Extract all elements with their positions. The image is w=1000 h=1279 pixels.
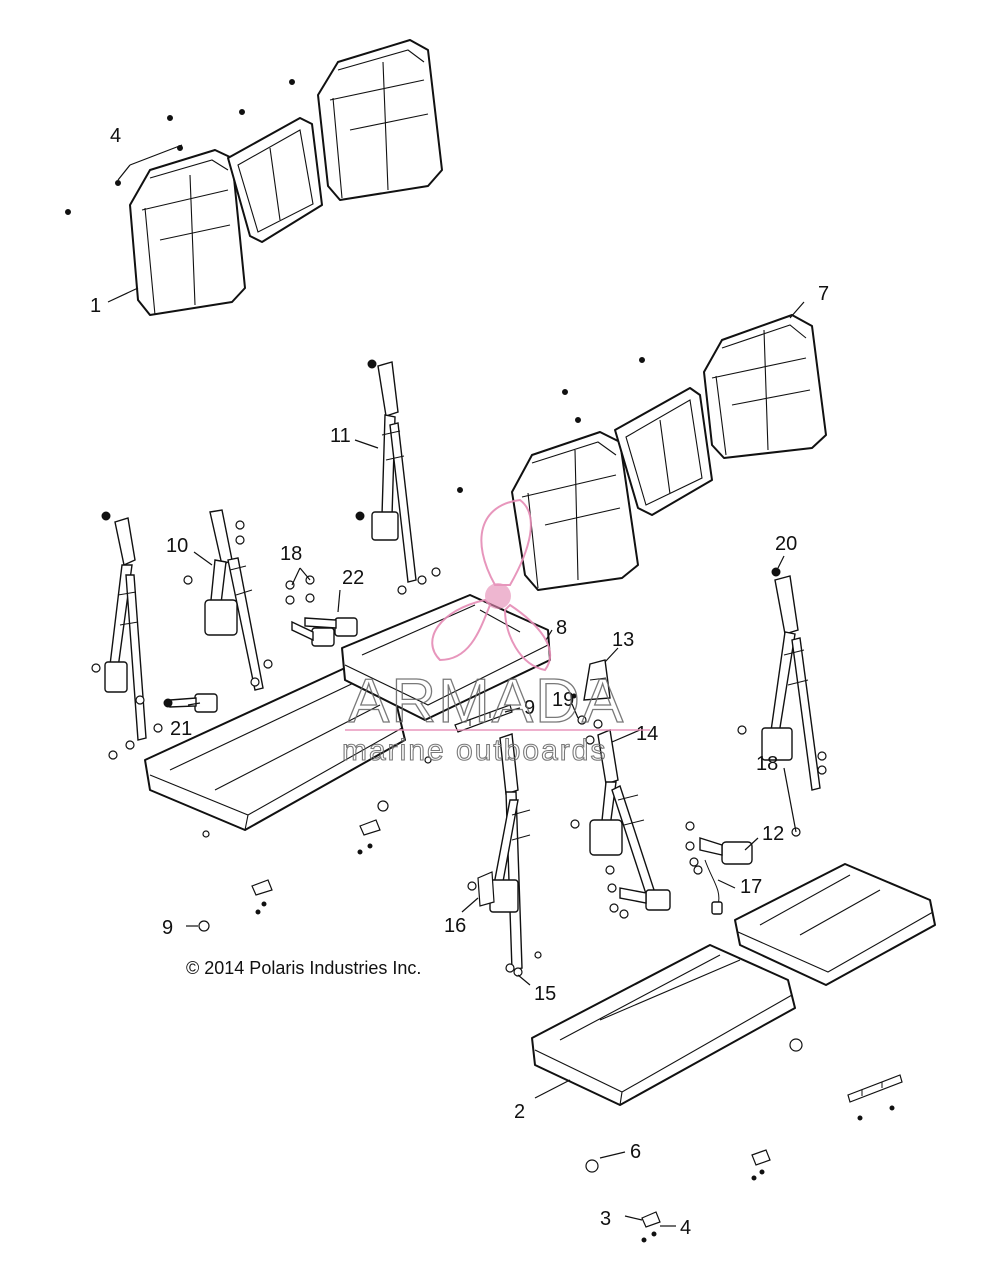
leader-lines — [107, 144, 805, 1227]
bracket-right-low — [847, 1074, 903, 1103]
callout-3: 3 — [600, 1208, 611, 1230]
belt-cover-13 — [583, 659, 611, 701]
callout-15: 15 — [534, 983, 556, 1005]
seat-belt-20 — [761, 575, 821, 791]
callout-10: 10 — [166, 535, 188, 557]
callout-22: 22 — [342, 567, 364, 589]
callout-8: 9 — [524, 697, 535, 719]
callout-11: 11 — [330, 425, 351, 447]
seat-belt-far-left — [104, 517, 147, 741]
callout-19: 19 — [552, 689, 574, 711]
buckle-21 — [163, 693, 218, 713]
seat-bottom-right-upper — [734, 863, 936, 986]
seat-back-left-top — [129, 149, 246, 316]
callout-18-left: 18 — [280, 543, 302, 565]
callout-12: 12 — [762, 823, 784, 845]
callout-7: 8 — [556, 617, 567, 639]
callout-6: 7 — [818, 283, 829, 305]
callout-16: 16 — [444, 915, 466, 937]
seat-back-center-top — [227, 117, 323, 243]
seat-back-right-mid — [703, 314, 827, 459]
callout-4-top: 4 — [110, 125, 121, 147]
callout-2: 2 — [514, 1101, 525, 1123]
seat-bottom-right-lower — [531, 944, 796, 1106]
callout-13: 13 — [612, 629, 634, 651]
seat-belt-10 — [204, 509, 264, 691]
bracket-16 — [477, 871, 495, 907]
watermark-brand: ARMADA — [348, 667, 625, 736]
callout-14: 14 — [636, 723, 658, 745]
callout-21: 21 — [170, 718, 192, 740]
watermark-tagline: marine outboards — [342, 734, 607, 767]
callout-4-bottom: 4 — [680, 1217, 691, 1239]
callout-labels: 4 1 7 11 10 18 22 8 13 19 9 14 20 21 18 … — [90, 125, 829, 1239]
callout-17: 17 — [740, 876, 762, 898]
seat-back-center-mid — [614, 387, 713, 516]
callout-1: 1 — [90, 295, 101, 317]
copyright-notice: © 2014 Polaris Industries Inc. — [186, 958, 421, 978]
hardware-fasteners — [65, 79, 895, 1243]
buckle-22 — [291, 617, 358, 647]
seat-back-right-top — [317, 39, 443, 201]
propeller-logo — [431, 498, 551, 672]
seat-belt-14 — [589, 729, 657, 901]
armada-watermark: ARMADA marine outboards — [341, 498, 650, 768]
seat-back-left-mid — [511, 431, 639, 591]
buckle-14b — [619, 887, 671, 911]
callout-5: 6 — [630, 1141, 641, 1163]
seat-belt-16 — [489, 733, 531, 971]
seat-belt-11 — [371, 361, 417, 583]
callout-18-right: 18 — [756, 753, 778, 775]
callout-9: 9 — [162, 917, 173, 939]
buckle-12 — [699, 837, 753, 915]
callout-20: 20 — [775, 533, 797, 555]
